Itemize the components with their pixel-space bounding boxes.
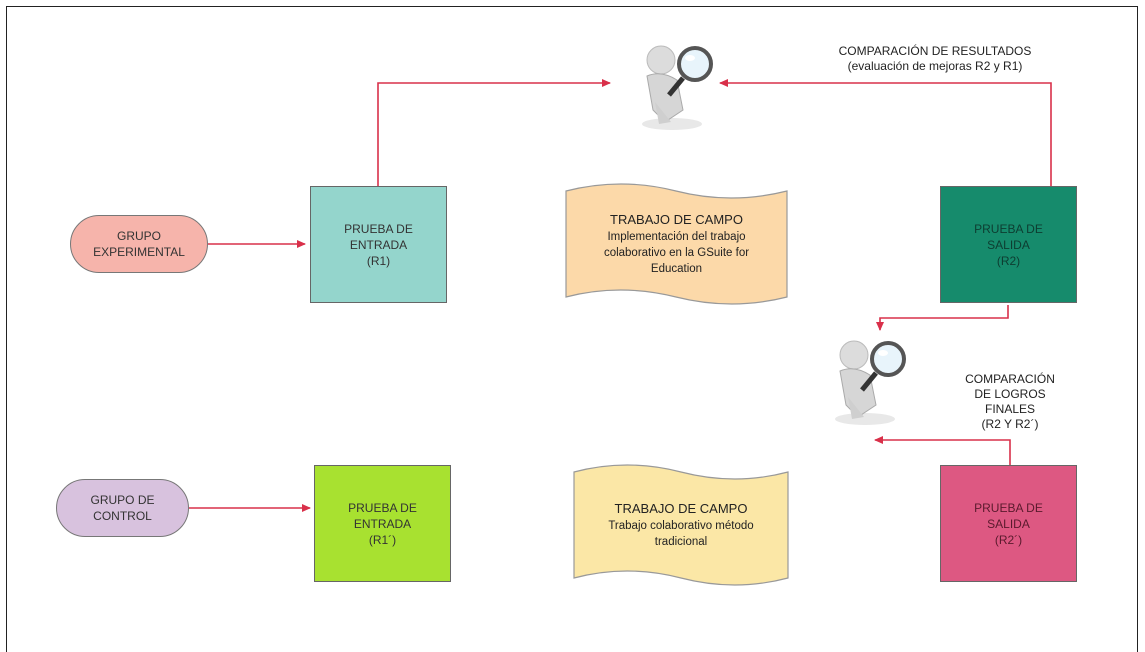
node-label: ENTRADA: [353, 516, 412, 531]
node-label: tradicional: [654, 535, 708, 548]
experimental-group-node: GRUPO EXPERIMENTAL: [70, 215, 208, 273]
document-shape: [565, 183, 788, 305]
node-label: CONTROL: [93, 509, 152, 523]
entrance-test-r1-prime-node: PRUEBA DE ENTRADA (R1´): [314, 465, 451, 582]
node-label: GRUPO DE: [90, 493, 155, 507]
node-label: SALIDA: [987, 516, 1030, 531]
caption-line: (evaluación de mejoras R2 y R1): [847, 59, 1023, 73]
comparison-achievements-caption: COMPARACIÓN DE LOGROS FINALES (R2 Y R2´): [940, 372, 1080, 432]
caption-line: COMPARACIÓN DE RESULTADOS: [838, 44, 1032, 58]
node-label: Trabajo colaborativo método: [608, 519, 754, 532]
caption-line: DE LOGROS: [974, 387, 1046, 401]
node-label: SALIDA: [987, 237, 1030, 252]
comparison-results-caption: COMPARACIÓN DE RESULTADOS (evaluación de…: [800, 44, 1070, 74]
node-label: (R1): [366, 253, 391, 268]
arrow-salida-to-logros: [876, 305, 1009, 331]
node-label: EXPERIMENTAL: [93, 245, 185, 259]
arrow-entrada-to-comparison: [377, 79, 611, 187]
node-label: (R1´): [368, 532, 397, 547]
node-label: Implementación del trabajo: [607, 230, 746, 243]
exit-test-r2-prime-node: PRUEBA DE SALIDA (R2´): [940, 465, 1077, 582]
exit-test-r2-node: PRUEBA DE SALIDA (R2): [940, 186, 1077, 303]
node-label: (R2): [996, 253, 1021, 268]
node-title: TRABAJO DE CAMPO: [614, 500, 748, 516]
node-label: PRUEBA DE: [974, 221, 1043, 236]
node-label: Education: [650, 262, 703, 275]
caption-line: COMPARACIÓN: [965, 372, 1055, 386]
node-title: TRABAJO DE CAMPO: [610, 211, 743, 227]
caption-line: (R2 Y R2´): [981, 417, 1039, 431]
node-label: PRUEBA DE: [344, 221, 413, 236]
field-work-control-node: TRABAJO DE CAMPO Trabajo colaborativo mé…: [573, 464, 789, 586]
diagram-frame: [6, 6, 1138, 652]
node-label: colaborativo en la GSuite for: [603, 246, 750, 259]
magnifier-person-icon: [625, 40, 720, 135]
node-label: (R2´): [994, 532, 1023, 547]
document-shape: [573, 464, 789, 586]
caption-line: FINALES: [984, 402, 1035, 416]
magnifier-person-icon: [818, 335, 913, 430]
field-work-experimental-node: TRABAJO DE CAMPO Implementación del trab…: [565, 183, 788, 305]
node-label: ENTRADA: [349, 237, 408, 252]
entrance-test-r1-node: PRUEBA DE ENTRADA (R1): [310, 186, 447, 303]
node-label: PRUEBA DE: [974, 500, 1043, 515]
arrow-salida-control-to-logros: [874, 436, 1011, 465]
arrow-salida-to-comparison: [719, 79, 1052, 188]
node-label: GRUPO: [116, 229, 161, 243]
control-group-node: GRUPO DE CONTROL: [56, 479, 189, 537]
node-label: PRUEBA DE: [348, 500, 417, 515]
